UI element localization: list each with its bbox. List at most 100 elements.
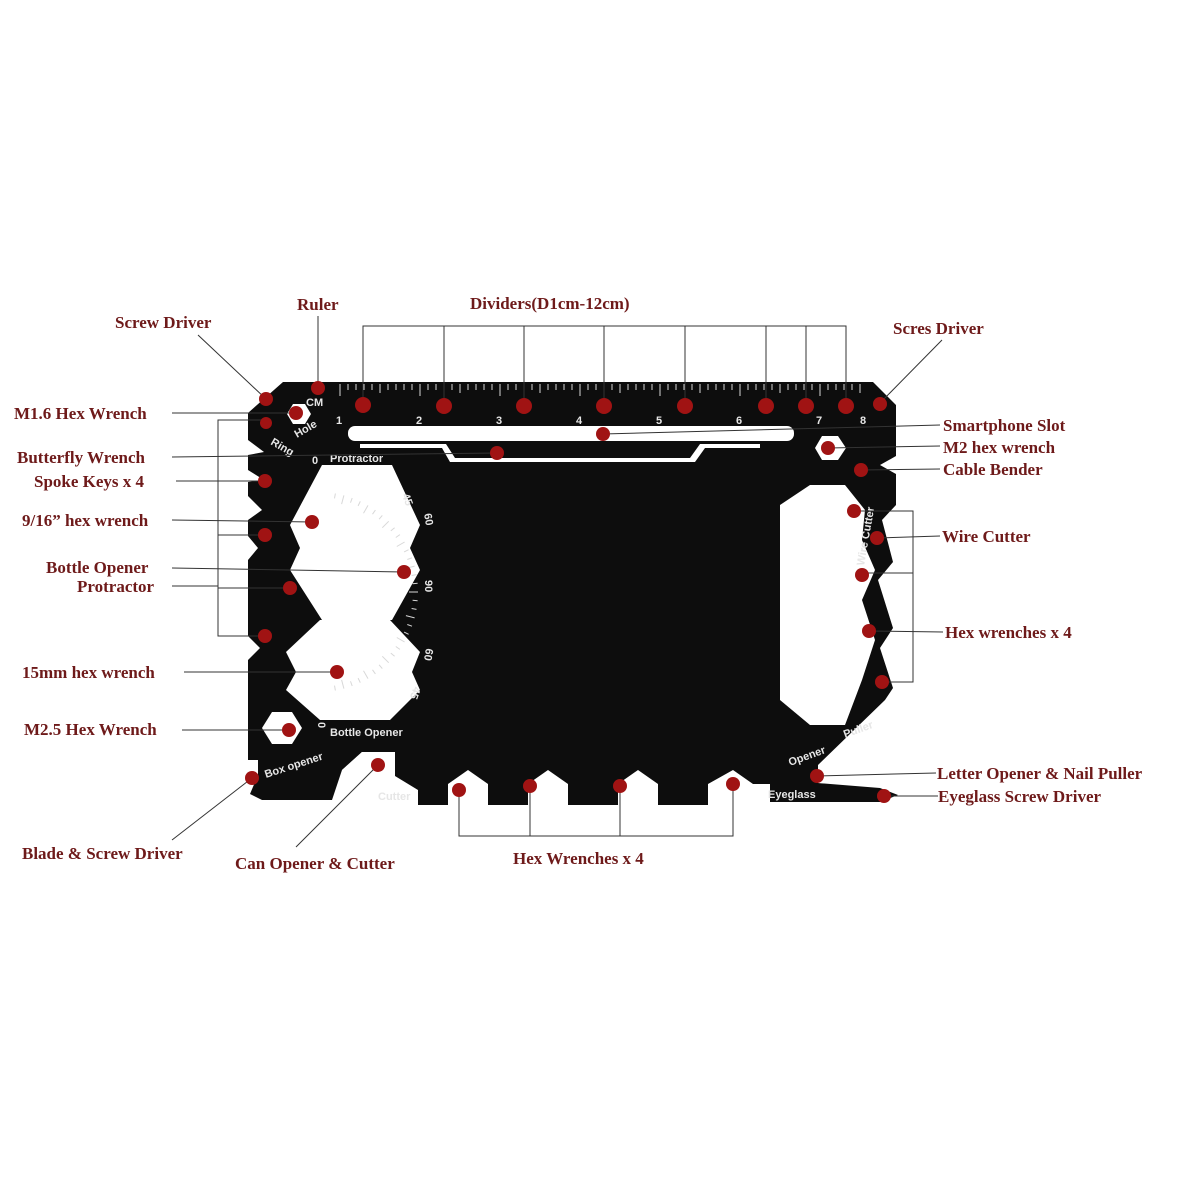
protractor-text: Protractor (330, 453, 384, 465)
hex-right-line (868, 630, 944, 633)
protractor-tick (407, 624, 413, 627)
protractor-tick (363, 670, 369, 679)
leader-lines (171, 316, 944, 848)
protractor-tick (378, 664, 383, 669)
deg-45-bot: 45 (407, 685, 422, 701)
protractor-tick (395, 534, 401, 538)
hex-bottom-dot-4 (726, 777, 740, 791)
divider-dot-5 (677, 398, 693, 414)
label-blade-driver: Blade & Screw Driver (22, 844, 183, 863)
divider-dot-1 (355, 397, 371, 413)
label-ruler: Ruler (297, 295, 339, 314)
deg-0-bot: 0 (315, 722, 327, 728)
protractor-dot (283, 581, 297, 595)
divider-dot-8 (838, 398, 854, 414)
ring-hole-dot (260, 417, 272, 429)
smartphone-slot-line (602, 424, 941, 435)
protractor-tick (372, 669, 376, 675)
m25-hex-dot (282, 723, 296, 737)
protractor-tick (341, 679, 345, 689)
label-can-opener: Can Opener & Cutter (235, 854, 395, 873)
butterfly-line (171, 452, 498, 458)
wire-cutter-line (876, 535, 941, 539)
screw-driver-dot (259, 392, 273, 406)
letter-opener-line (816, 772, 937, 777)
hex-right-dot-3 (875, 675, 889, 689)
protractor-tick (334, 493, 336, 499)
ruler-dot (311, 381, 325, 395)
m2-hex-line (827, 445, 941, 449)
protractor-tick (357, 677, 361, 683)
screw-driver-line (197, 334, 267, 400)
deg-0-top: 0 (312, 455, 318, 467)
ruler-number-1: 1 (336, 415, 342, 427)
deg-60-top: 60 (421, 512, 435, 526)
protractor-tick (350, 681, 353, 687)
divider-dot-6 (758, 398, 774, 414)
protractor-tick (378, 515, 383, 520)
ruler-number-5: 5 (656, 415, 662, 427)
label-screw-driver: Screw Driver (115, 313, 212, 332)
label-hex-15mm: 15mm hex wrench (22, 663, 155, 682)
can-opener-line (295, 764, 379, 848)
spoke-key-dot-3 (258, 629, 272, 643)
hex-bottom-dot-2 (523, 779, 537, 793)
hex-right-dot-1 (855, 568, 869, 582)
protractor-tick (396, 541, 405, 547)
smartphone-slot-cutout (348, 426, 794, 441)
hex-cutout-916 (290, 465, 420, 620)
hex-15mm-dot (330, 665, 344, 679)
protractor-tick (350, 497, 353, 503)
protractor-tick (363, 505, 369, 514)
label-m2-hex: M2 hex wrench (943, 438, 1056, 457)
protractor-tick (381, 520, 390, 529)
blade-dot (245, 771, 259, 785)
cable-bender-line (860, 468, 941, 471)
ruler-number-4: 4 (576, 415, 583, 427)
bottle-opener-line (171, 567, 405, 573)
label-hex-wrenches-bottom: Hex Wrenches x 4 (513, 849, 644, 868)
ruler-number-6: 6 (736, 415, 742, 427)
hex-916-dot (305, 515, 319, 529)
wire-cutter-bracket (853, 510, 914, 683)
label-protractor: Protractor (77, 577, 155, 596)
multitool-card (248, 382, 898, 805)
label-eyeglass-driver: Eyeglass Screw Driver (938, 787, 1101, 806)
hex-bottom-dot-1 (452, 783, 466, 797)
protractor-tick (411, 608, 417, 610)
divider-dot-7 (798, 398, 814, 414)
hex-right-dot-2 (862, 624, 876, 638)
ruler-number-7: 7 (816, 415, 822, 427)
can-opener-dot (371, 758, 385, 772)
protractor-tick (334, 685, 336, 691)
protractor-tick (341, 495, 345, 505)
ruler-cm-mark: CM (306, 397, 323, 409)
scres-driver-dot (873, 397, 887, 411)
deg-60-bot: 60 (421, 647, 435, 661)
butterfly-wrench-cutout (360, 444, 760, 462)
eyeglass-text: Eyeglass (768, 789, 816, 801)
label-smartphone-slot: Smartphone Slot (943, 416, 1066, 435)
bottle-opener-text: Bottle Opener (330, 727, 403, 739)
can-opener-notch (342, 752, 395, 776)
label-hex-916: 9/16” hex wrench (22, 511, 149, 530)
callout-labels: Screw Driver Ruler Dividers(D1cm-12cm) S… (14, 294, 1143, 873)
m16-hex-dot (289, 406, 303, 420)
smartphone-slot-dot (596, 427, 610, 441)
protractor-tick (395, 646, 401, 650)
protractor-tick (357, 501, 361, 507)
cable-bender-dot (854, 463, 868, 477)
protractor-tick (390, 527, 395, 532)
spoke-key-dot-2 (258, 528, 272, 542)
ruler-number-2: 2 (416, 415, 422, 427)
hex-cutout-15mm (286, 620, 420, 720)
hex-bottom-bracket (458, 784, 734, 837)
protractor-tick (411, 574, 417, 576)
m2-hex-dot (821, 441, 835, 455)
protractor-tick (403, 631, 409, 635)
letter-opener-dot (810, 769, 824, 783)
label-scres-driver: Scres Driver (893, 319, 984, 338)
protractor-tick (405, 615, 415, 619)
cutter-text: Cutter (378, 791, 411, 803)
